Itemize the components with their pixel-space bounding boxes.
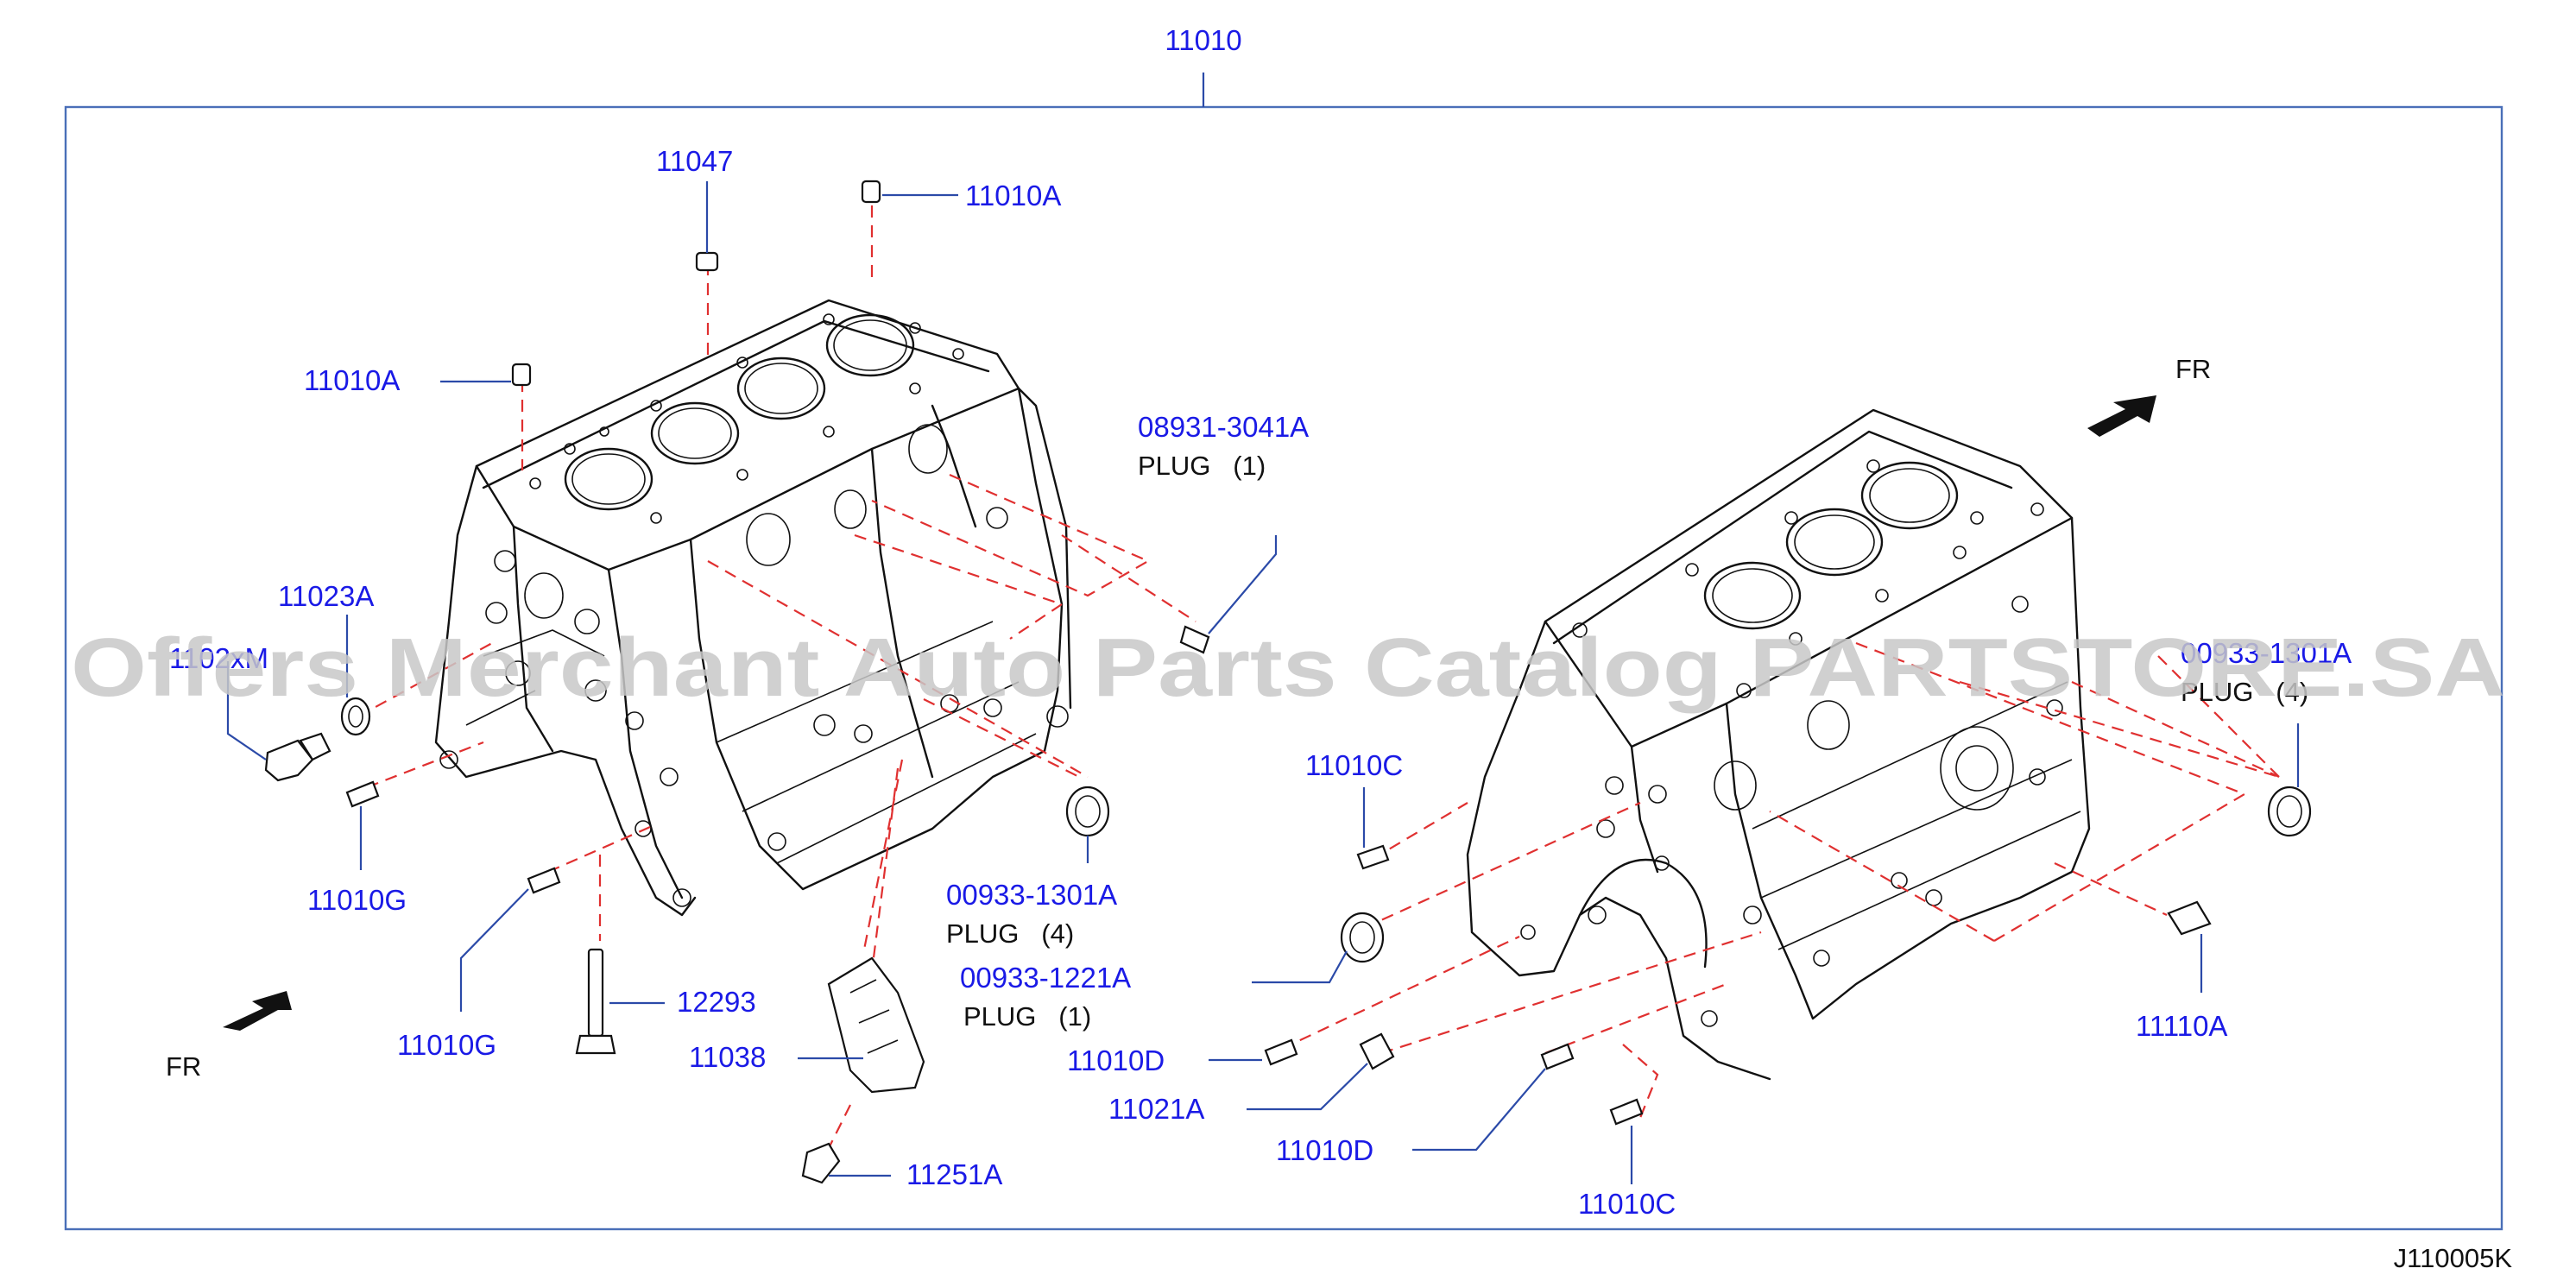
left-cylinder-block bbox=[434, 299, 1072, 917]
figure-code: J110005K bbox=[2394, 1243, 2513, 1273]
label-11010a-top[interactable]: 11010A bbox=[965, 180, 1061, 211]
label-08931-3041a[interactable]: 08931-3041A bbox=[1138, 411, 1309, 443]
label-00933-1301a[interactable]: 00933-1301A bbox=[946, 879, 1117, 911]
direction-label-left: FR bbox=[166, 1051, 201, 1082]
label-00933-1301a-right[interactable]: 00933-1301A bbox=[2181, 637, 2352, 669]
watermark: Offers Merchant Auto Parts Catalog PARTS… bbox=[71, 622, 2505, 714]
label-11047[interactable]: 11047 bbox=[656, 145, 733, 177]
label-11010c-b[interactable]: 11010C bbox=[1578, 1188, 1676, 1220]
diagram-frame bbox=[64, 105, 2503, 1231]
label-11010g-b[interactable]: 11010G bbox=[397, 1029, 496, 1061]
label-11010c-a[interactable]: 11010C bbox=[1305, 749, 1403, 781]
label-11010d-a[interactable]: 11010D bbox=[1067, 1044, 1165, 1076]
label-00933-1301a-right-desc: PLUG (4) bbox=[2181, 677, 2308, 707]
label-11021a[interactable]: 11021A bbox=[1108, 1093, 1204, 1125]
front-arrow-left-icon bbox=[223, 991, 292, 1031]
leader-lines bbox=[226, 181, 2300, 1184]
label-11110a[interactable]: 11110A bbox=[2136, 1010, 2227, 1042]
label-11038[interactable]: 11038 bbox=[689, 1041, 766, 1073]
label-00933-1221a[interactable]: 00933-1221A bbox=[960, 962, 1131, 994]
label-08931-desc: PLUG (1) bbox=[1138, 451, 1266, 481]
label-1102xm[interactable]: 1102xM bbox=[169, 642, 268, 674]
right-cylinder-block bbox=[1466, 408, 2091, 1081]
label-11010g-a[interactable]: 11010G bbox=[307, 884, 407, 916]
label-00933-1301a-desc: PLUG (4) bbox=[946, 918, 1074, 949]
alignment-lines bbox=[357, 186, 2280, 1149]
direction-label-right: FR bbox=[2175, 354, 2211, 384]
label-11251a[interactable]: 11251A bbox=[906, 1158, 1002, 1190]
front-arrow-right-icon bbox=[2087, 395, 2156, 437]
assembly-number-label[interactable]: 11010 bbox=[1165, 24, 1241, 56]
part-labels: 11047 11010A 11010A 08931-3041A PLUG (1)… bbox=[166, 145, 2352, 1220]
label-00933-1221a-desc: PLUG (1) bbox=[963, 1001, 1091, 1032]
label-11010d-b[interactable]: 11010D bbox=[1276, 1134, 1373, 1166]
label-11010a-left[interactable]: 11010A bbox=[304, 364, 400, 396]
small-parts bbox=[264, 180, 2312, 1184]
label-12293[interactable]: 12293 bbox=[677, 986, 756, 1018]
label-11023a[interactable]: 11023A bbox=[278, 580, 374, 612]
